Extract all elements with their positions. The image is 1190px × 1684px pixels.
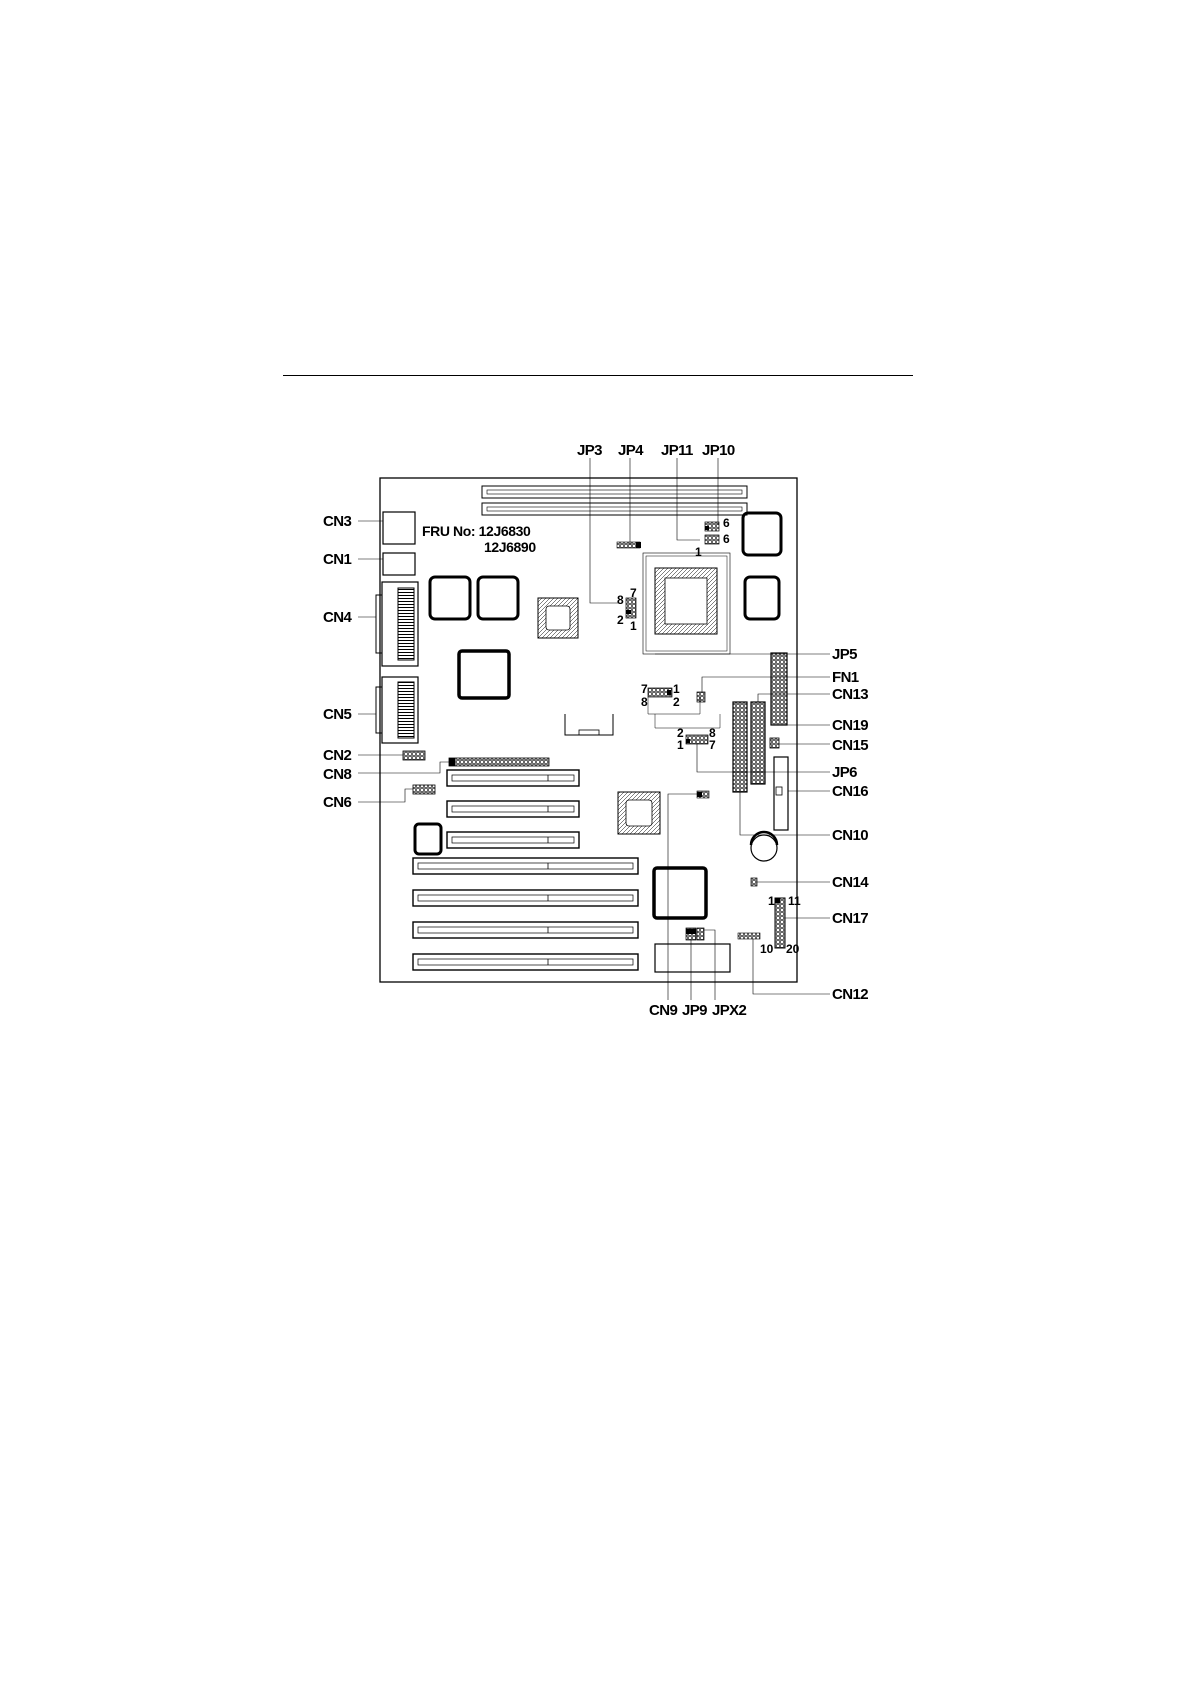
memory-slot xyxy=(482,503,747,515)
label-jpx2: JPX2 xyxy=(712,1002,747,1019)
label-cn3: CN3 xyxy=(323,513,351,530)
label-cn2: CN2 xyxy=(323,747,351,764)
jumper-jpx2 xyxy=(697,928,704,940)
label-cn1: CN1 xyxy=(323,551,351,568)
pin-label: 1 xyxy=(768,894,775,908)
connector-cn8 xyxy=(449,758,549,766)
expansion-slot xyxy=(413,954,638,970)
connector-cn12 xyxy=(738,933,760,939)
connector-cn4 xyxy=(376,582,418,666)
pin-label: 2 xyxy=(673,695,680,709)
pin-label: 2 xyxy=(617,613,624,627)
connector-cn3 xyxy=(383,512,415,544)
fru-number-1: FRU No: 12J6830 xyxy=(422,523,531,539)
label-jp11: JP11 xyxy=(661,442,693,459)
label-cn19: CN19 xyxy=(832,717,868,734)
memory-slot xyxy=(482,486,747,498)
connector-cn19 xyxy=(771,653,787,725)
jumper-jp3 xyxy=(626,598,636,618)
connector-cn5 xyxy=(376,677,418,743)
pin-label: 8 xyxy=(617,593,624,607)
label-cn16: CN16 xyxy=(832,783,868,800)
label-jp5: JP5 xyxy=(832,646,857,663)
connector-cn9 xyxy=(697,791,709,798)
pin-label: 7 xyxy=(709,738,716,752)
label-cn6: CN6 xyxy=(323,794,351,811)
connector-cn17 xyxy=(775,898,785,948)
label-cn4: CN4 xyxy=(323,609,352,626)
label-cn8: CN8 xyxy=(323,766,351,783)
label-fn1: FN1 xyxy=(832,669,859,686)
pin-label: 8 xyxy=(641,695,648,709)
chipset xyxy=(538,598,578,638)
connector-cn2 xyxy=(403,751,425,760)
label-jp3: JP3 xyxy=(577,442,602,459)
pin-label: 6 xyxy=(723,516,730,530)
pin-label: 10 xyxy=(760,942,774,956)
chipset xyxy=(618,792,660,834)
connector-cn1 xyxy=(383,553,415,575)
pin-label: 1 xyxy=(695,545,702,559)
expansion-slot xyxy=(447,801,579,817)
chip xyxy=(459,651,509,698)
fan-header-fn1 xyxy=(697,692,705,702)
expansion-slot xyxy=(447,832,579,848)
expansion-slot xyxy=(413,890,638,906)
jumper-jp10 xyxy=(705,522,719,544)
jumper-jp9 xyxy=(686,928,696,940)
label-cn5: CN5 xyxy=(323,706,351,723)
label-cn17: CN17 xyxy=(832,910,868,927)
expansion-slot xyxy=(413,922,638,938)
voltage-regulator xyxy=(565,714,613,735)
fru-number-2: 12J6890 xyxy=(484,539,536,555)
chip xyxy=(415,824,441,854)
chip xyxy=(654,868,706,918)
pin-label: 1 xyxy=(630,619,637,633)
label-cn12: CN12 xyxy=(832,986,868,1003)
chip xyxy=(745,577,779,619)
connector-cn6 xyxy=(413,785,435,794)
pin-label: 7 xyxy=(630,586,637,600)
connector-cn14 xyxy=(751,878,757,886)
chip xyxy=(478,577,518,619)
pin-label: 1 xyxy=(673,682,680,696)
pin-label: 7 xyxy=(641,682,648,696)
cpu-socket xyxy=(643,553,730,654)
label-cn9: CN9 xyxy=(649,1002,677,1019)
label-cn13: CN13 xyxy=(832,686,868,703)
chip xyxy=(430,577,470,619)
connector-block xyxy=(655,944,730,972)
label-jp9: JP9 xyxy=(682,1002,707,1019)
ide-connector-cn10 xyxy=(733,702,747,792)
pin-label: 6 xyxy=(723,532,730,546)
label-jp10: JP10 xyxy=(702,442,735,459)
label-jp4: JP4 xyxy=(618,442,644,459)
expansion-slot xyxy=(447,770,579,786)
chip xyxy=(743,513,781,555)
label-cn14: CN14 xyxy=(832,874,869,891)
battery xyxy=(751,832,777,861)
pin-label: 11 xyxy=(788,894,801,908)
jumper-jp6 xyxy=(686,735,708,744)
connector-cn16 xyxy=(774,757,788,830)
label-cn15: CN15 xyxy=(832,737,868,754)
pin-label: 1 xyxy=(677,738,684,752)
pin-label: 20 xyxy=(786,942,800,956)
label-cn10: CN10 xyxy=(832,827,868,844)
connector-cn15 xyxy=(770,738,779,748)
expansion-slot xyxy=(413,858,638,874)
label-jp6: JP6 xyxy=(832,764,857,781)
